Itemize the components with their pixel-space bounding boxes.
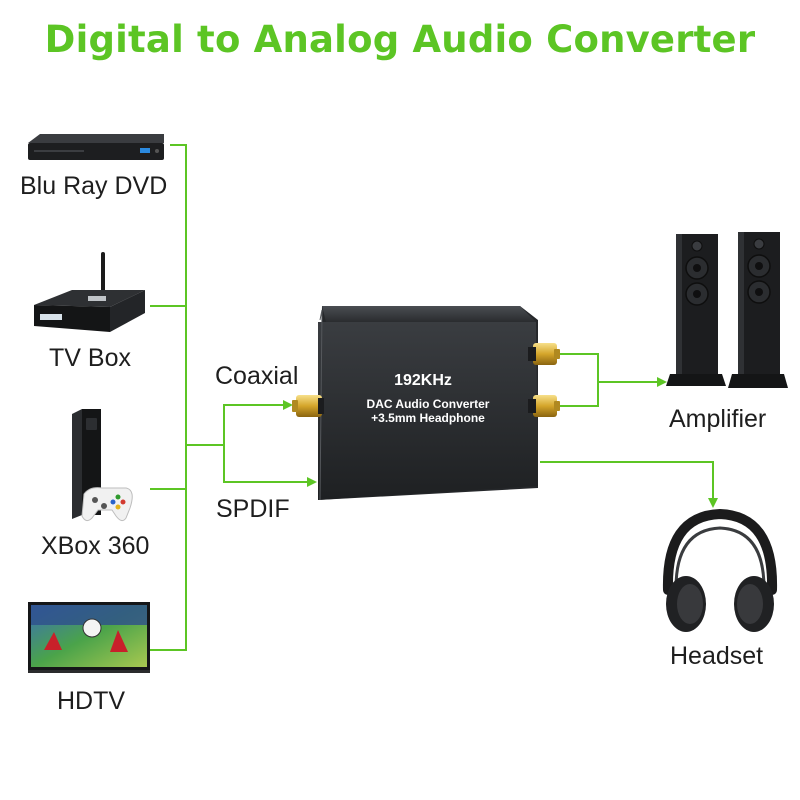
output-label-amplifier: Amplifier xyxy=(669,405,767,433)
device-line-2: DAC Audio Converter xyxy=(367,397,490,411)
input-label-coaxial: Coaxial xyxy=(215,362,299,390)
source-label-blu-ray: Blu Ray DVD xyxy=(20,172,168,200)
page-title: Digital to Analog Audio Converter xyxy=(44,18,756,61)
rca-output-top xyxy=(528,343,560,365)
headphones-icon xyxy=(662,508,778,632)
device-line-1: 192KHz xyxy=(394,372,452,389)
source-label-xbox-360: XBox 360 xyxy=(41,532,150,560)
rca-output-bottom xyxy=(528,395,560,417)
source-label-tv-box: TV Box xyxy=(49,344,131,372)
device-line-3: +3.5mm Headphone xyxy=(371,411,485,425)
xbox-360-console-icon xyxy=(72,409,133,522)
dac-converter-device: 192KHz DAC Audio Converter +3.5mm Headph… xyxy=(318,306,538,501)
hdtv-icon xyxy=(28,602,150,673)
coaxial-input-jack xyxy=(292,395,324,417)
speaker-left xyxy=(666,234,726,386)
speakers-icon xyxy=(666,232,788,388)
output-label-headset: Headset xyxy=(670,642,764,670)
output-arrows xyxy=(540,353,718,508)
input-arrows xyxy=(223,400,317,487)
input-label-spdif: SPDIF xyxy=(216,495,290,523)
source-bus-lines xyxy=(150,144,224,651)
source-label-hdtv: HDTV xyxy=(57,687,126,715)
blu-ray-player-icon xyxy=(28,134,164,160)
speaker-right xyxy=(728,232,788,388)
tv-box-icon xyxy=(34,252,145,332)
